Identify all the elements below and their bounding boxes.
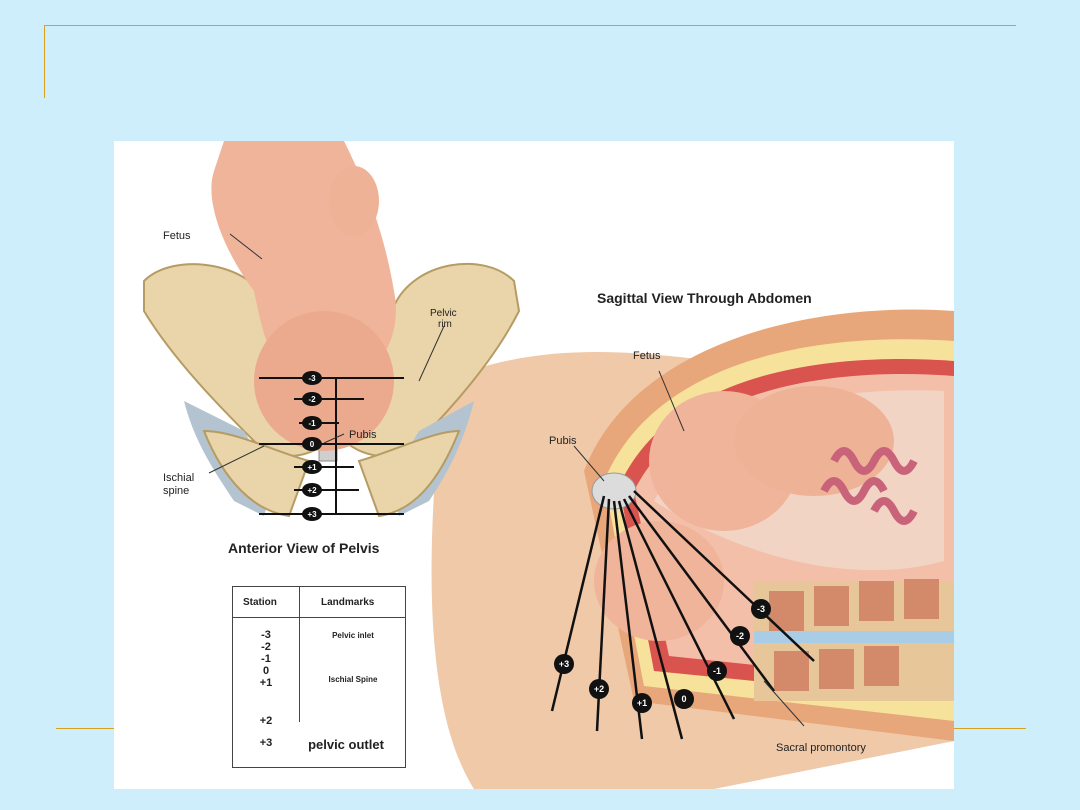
anterior-station-0: 0 <box>310 440 315 449</box>
bottom-left-accent-line <box>56 728 116 729</box>
top-accent-line <box>44 25 1016 26</box>
anterior-station-m2: -2 <box>308 395 316 404</box>
sagittal-pubis-label: Pubis <box>549 435 577 447</box>
sagittal-station-m1: -1 <box>713 666 721 676</box>
sagittal-station-badges <box>554 599 771 713</box>
bottom-right-accent-line <box>952 728 1026 729</box>
illustration-panel: -3 -2 -1 0 +1 +2 +3 +3 +2 +1 0 -1 -2 -3 … <box>114 141 954 789</box>
sagittal-station-m3: -3 <box>757 604 765 614</box>
anterior-station-badges <box>302 371 322 521</box>
pelvic-rim-label-2: rim <box>438 319 452 330</box>
sacral-leader <box>763 680 805 727</box>
table-station-row-2: -2 <box>261 641 271 653</box>
ischial-spine-label-1: Ischial <box>163 472 194 484</box>
anterior-station-p1: +1 <box>307 463 317 472</box>
anterior-station-p2: +2 <box>307 486 317 495</box>
table-station-row-3: -1 <box>261 653 271 665</box>
table-station-row-5: +1 <box>259 677 273 689</box>
table-landmark-row-1: Pelvic inlet <box>332 631 374 640</box>
table-station-row-6: +2 <box>259 715 273 727</box>
anterior-view-title: Anterior View of Pelvis <box>228 540 380 556</box>
ischial-spine-label-2: spine <box>163 485 189 497</box>
sagittal-station-m2: -2 <box>736 631 744 641</box>
anterior-station-lines <box>259 377 404 515</box>
table-station-row-4: 0 <box>262 665 270 677</box>
anterior-station-m3: -3 <box>308 374 316 383</box>
left-accent-line <box>44 25 45 98</box>
sagittal-station-p3: +3 <box>559 659 569 669</box>
table-landmark-row-7: pelvic outlet <box>308 737 384 752</box>
anterior-station-p3: +3 <box>307 510 317 519</box>
sagittal-view-title: Sagittal View Through Abdomen <box>597 290 812 306</box>
anterior-station-m1: -1 <box>308 419 316 428</box>
landmarks-header: Landmarks <box>321 597 375 608</box>
table-landmark-row-4: Ischial Spine <box>328 675 378 684</box>
table-station-row-7: +3 <box>259 737 273 749</box>
station-landmarks-table: Station Landmarks -3 Pelvic inlet -2 -1 … <box>232 586 406 768</box>
pelvis-illustration: -3 -2 -1 0 +1 +2 +3 +3 +2 +1 0 -1 -2 -3 … <box>143 141 954 789</box>
station-header: Station <box>243 597 277 608</box>
anterior-fetus <box>211 141 396 451</box>
pelvic-rim-label-1: Pelvic <box>430 308 457 319</box>
sagittal-station-lines <box>550 490 815 740</box>
sagittal-fetus-label: Fetus <box>633 350 661 362</box>
sagittal-station-0: 0 <box>681 694 686 704</box>
spine <box>754 579 954 701</box>
sacral-promontory-label: Sacral promontory <box>776 742 866 754</box>
sagittal-station-p1: +1 <box>637 698 647 708</box>
anterior-fetus-label: Fetus <box>163 230 191 242</box>
anterior-pubis-label: Pubis <box>349 429 377 441</box>
sagittal-station-p2: +2 <box>594 684 604 694</box>
table-station-row-1: -3 <box>261 629 271 641</box>
